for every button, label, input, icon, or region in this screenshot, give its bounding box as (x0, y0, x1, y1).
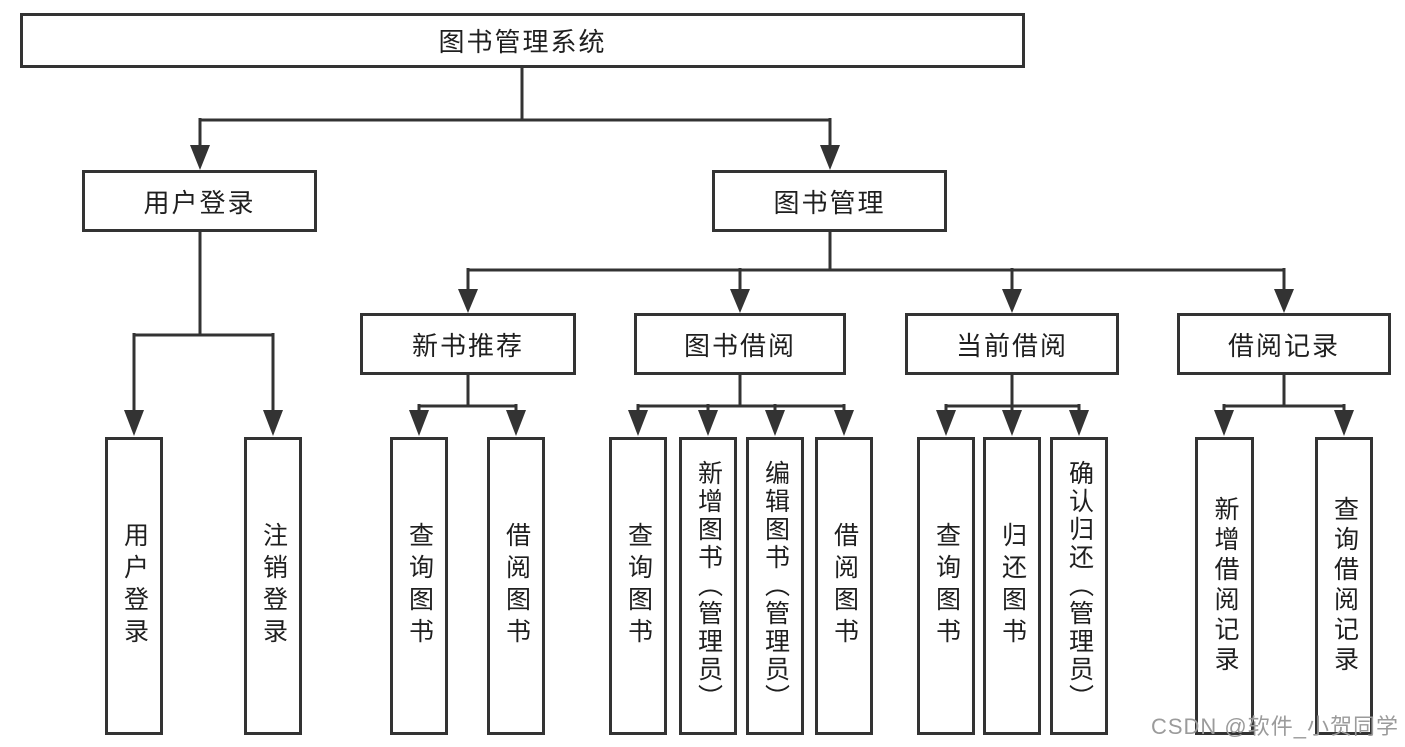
leaf-borrow-books-2: 借阅图书 (815, 437, 873, 735)
leaf-query-books-current: 查询图书 (917, 437, 975, 735)
leaf-query-books-borrow: 查询图书 (609, 437, 667, 735)
leaf-query-books-recommend: 查询图书 (390, 437, 448, 735)
leaf-borrow-books-recommend: 借阅图书 (487, 437, 545, 735)
watermark-text: CSDN @软件_小贺同学 (1150, 714, 1399, 739)
leaf-confirm-return-admin: 确认归还（管理员） (1050, 437, 1108, 735)
node-borrow-records: 借阅记录 (1177, 313, 1391, 375)
node-user-login: 用户登录 (82, 170, 317, 232)
node-current-borrow: 当前借阅 (905, 313, 1119, 375)
leaf-edit-book-admin: 编辑图书（管理员） (746, 437, 804, 735)
leaf-logout: 注销登录 (244, 437, 302, 735)
leaf-user-login: 用户登录 (105, 437, 163, 735)
node-root-library-system: 图书管理系统 (20, 13, 1025, 68)
node-book-borrow: 图书借阅 (634, 313, 846, 375)
node-book-management: 图书管理 (712, 170, 947, 232)
leaf-query-borrow-record: 查询借阅记录 (1315, 437, 1373, 735)
node-new-book-recommend: 新书推荐 (360, 313, 576, 375)
leaf-return-books: 归还图书 (983, 437, 1041, 735)
leaf-add-book-admin: 新增图书（管理员） (679, 437, 737, 735)
leaf-add-borrow-record: 新增借阅记录 (1195, 437, 1254, 735)
